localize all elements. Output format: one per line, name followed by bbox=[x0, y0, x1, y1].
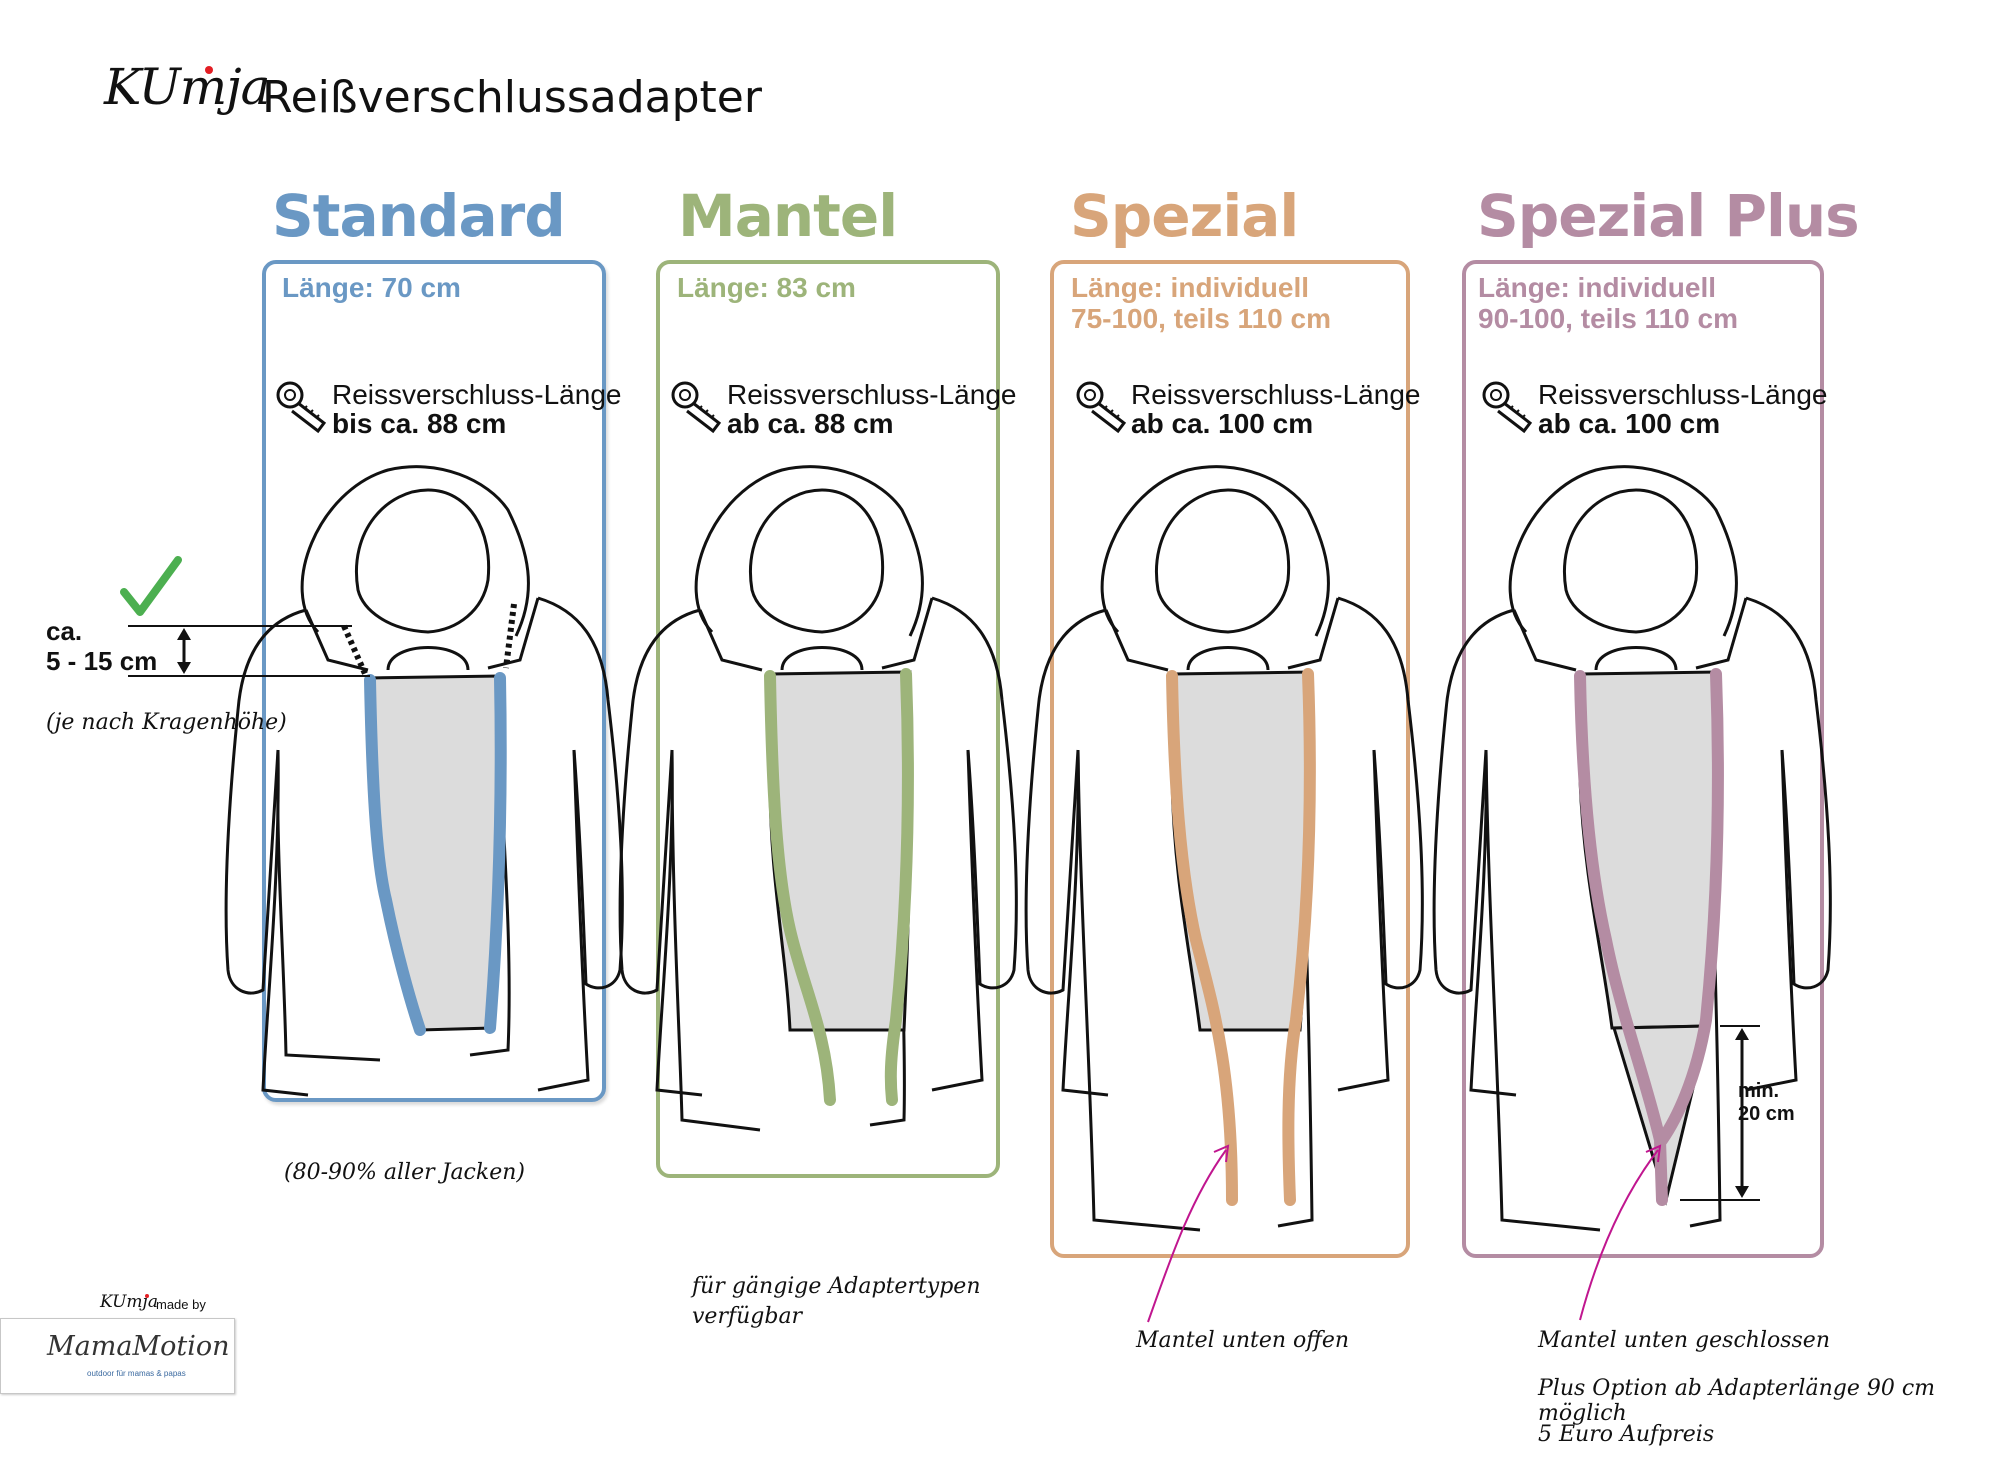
zip-label: Reissverschluss-Länge bbox=[727, 379, 1017, 410]
measuring-tape-icon bbox=[276, 381, 326, 433]
logo-heart-dot bbox=[205, 66, 213, 74]
mamamotion-wordmark: MamaMotion bbox=[47, 1331, 230, 1362]
spezial-plus-length: Länge: individuell 90-100, teils 110 cm bbox=[1478, 272, 1738, 334]
spezial-plus-length-line1: Länge: individuell bbox=[1478, 272, 1717, 303]
mantel-note-line1: für gängige Adaptertypen bbox=[692, 1274, 981, 1299]
min-line2: 20 cm bbox=[1738, 1103, 1795, 1125]
mantel-note: für gängige Adaptertypen verfügbar bbox=[692, 1272, 981, 1332]
mantel-length: Länge: 83 cm bbox=[677, 272, 856, 303]
spezial-card bbox=[1050, 260, 1410, 1258]
checkmark-icon bbox=[120, 556, 182, 616]
measuring-tape-icon bbox=[1482, 381, 1532, 433]
zip-value: ab ca. 88 cm bbox=[727, 408, 894, 439]
spezial-length: Länge: individuell 75-100, teils 110 cm bbox=[1071, 272, 1331, 334]
standard-coat-illustration bbox=[224, 465, 624, 1097]
zip-label: Reissverschluss-Länge bbox=[1538, 379, 1828, 410]
collar-dimension bbox=[128, 625, 370, 677]
spezial-title: Spezial bbox=[1070, 182, 1299, 250]
made-by-label: made by bbox=[156, 1297, 206, 1312]
spezial-plus-length-line2: 90-100, teils 110 cm bbox=[1478, 303, 1738, 334]
mantel-length-line1: Länge: 83 cm bbox=[677, 272, 856, 303]
spezial-plus-coat-illustration bbox=[1432, 465, 1832, 1232]
spezial-plus-arrow bbox=[1579, 1144, 1662, 1321]
spezial-note: Mantel unten offen bbox=[1136, 1328, 1350, 1353]
standard-length: Länge: 70 cm bbox=[282, 272, 461, 303]
spezial-plus-zip-info: Reissverschluss-Länge ab ca. 100 cm bbox=[1538, 380, 1827, 438]
zip-value: ab ca. 100 cm bbox=[1131, 408, 1314, 439]
kumja-logo: KUmja bbox=[104, 58, 270, 116]
footer-heart-dot bbox=[145, 1294, 149, 1298]
standard-card bbox=[262, 260, 606, 1102]
collar-line2: 5 - 15 cm bbox=[46, 646, 158, 676]
footer-kumja-logo: KUmja bbox=[100, 1292, 158, 1312]
spezial-length-line2: 75-100, teils 110 cm bbox=[1071, 303, 1331, 334]
spezial-zip-info: Reissverschluss-Länge ab ca. 100 cm bbox=[1131, 380, 1420, 438]
page-title: Reißverschlussadapter bbox=[262, 72, 762, 123]
collar-note: (je nach Kragenhöhe) bbox=[46, 710, 287, 735]
collar-height-label: ca. 5 - 15 cm bbox=[46, 616, 157, 676]
spezial-plus-title: Spezial Plus bbox=[1477, 182, 1860, 250]
standard-length-line1: Länge: 70 cm bbox=[282, 272, 461, 303]
spezial-length-line1: Länge: individuell bbox=[1071, 272, 1310, 303]
standard-title: Standard bbox=[272, 182, 566, 250]
zip-value: ab ca. 100 cm bbox=[1538, 408, 1721, 439]
zip-label: Reissverschluss-Länge bbox=[332, 379, 622, 410]
mantel-zip-info: Reissverschluss-Länge ab ca. 88 cm bbox=[727, 380, 1016, 438]
plus-note-closed: Mantel unten geschlossen bbox=[1538, 1328, 1830, 1353]
measuring-tape-icon bbox=[671, 381, 721, 433]
collar-line1: ca. bbox=[46, 616, 83, 646]
spezial-arrow bbox=[1147, 1144, 1230, 1323]
standard-note: (80-90% aller Jacken) bbox=[284, 1160, 525, 1185]
mantel-coat-illustration bbox=[618, 465, 1018, 1132]
plus-note-option: Plus Option ab Adapterlänge 90 cm möglic… bbox=[1538, 1376, 1936, 1426]
mantel-title: Mantel bbox=[678, 182, 898, 250]
standard-zip-info: Reissverschluss-Länge bis ca. 88 cm bbox=[332, 380, 621, 438]
mamamotion-logo: MamaMotion outdoor für mamas & papas bbox=[0, 1318, 235, 1394]
zip-label: Reissverschluss-Länge bbox=[1131, 379, 1421, 410]
spezial-coat-illustration bbox=[1024, 465, 1424, 1232]
measuring-tape-icon bbox=[1076, 381, 1126, 433]
mantel-note-line2: verfügbar bbox=[692, 1304, 803, 1329]
mamamotion-tagline: outdoor für mamas & papas bbox=[87, 1369, 186, 1378]
mantel-card bbox=[656, 260, 1000, 1178]
zip-value: bis ca. 88 cm bbox=[332, 408, 507, 439]
plus-note-price: 5 Euro Aufpreis bbox=[1538, 1422, 1715, 1447]
